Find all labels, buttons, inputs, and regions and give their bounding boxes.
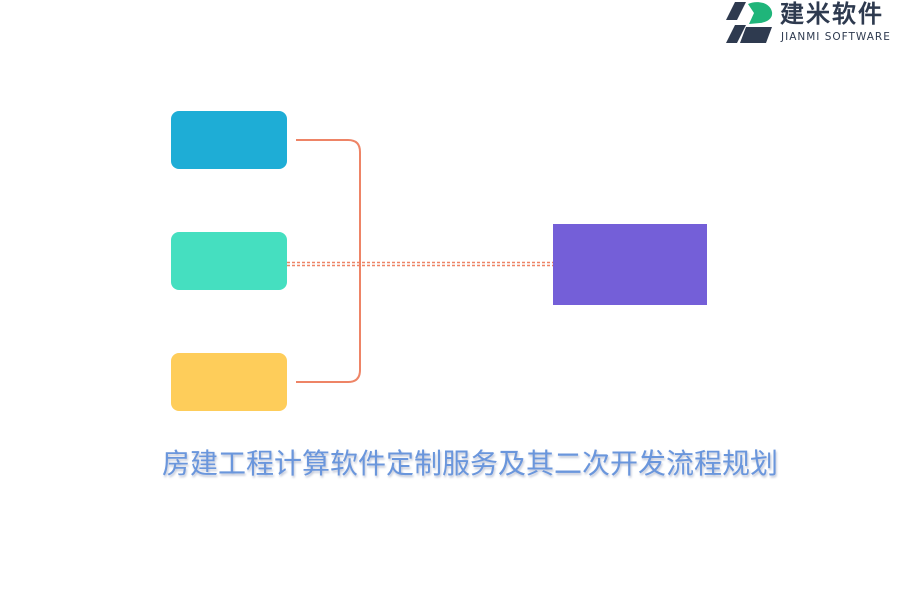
- logo-english-name: JIANMI SOFTWARE: [781, 31, 891, 43]
- logo-chinese-name: 建米软件: [780, 0, 884, 28]
- logo-mark-icon: [726, 2, 773, 43]
- process-node-1: [171, 111, 287, 169]
- company-logo: 建米软件 JIANMI SOFTWARE: [726, 0, 900, 46]
- process-node-2: [171, 232, 287, 290]
- diagram-caption: 房建工程计算软件定制服务及其二次开发流程规划: [161, 447, 778, 480]
- target-node: [553, 224, 707, 305]
- process-node-3: [171, 353, 287, 411]
- bracket-connector: [296, 139, 361, 383]
